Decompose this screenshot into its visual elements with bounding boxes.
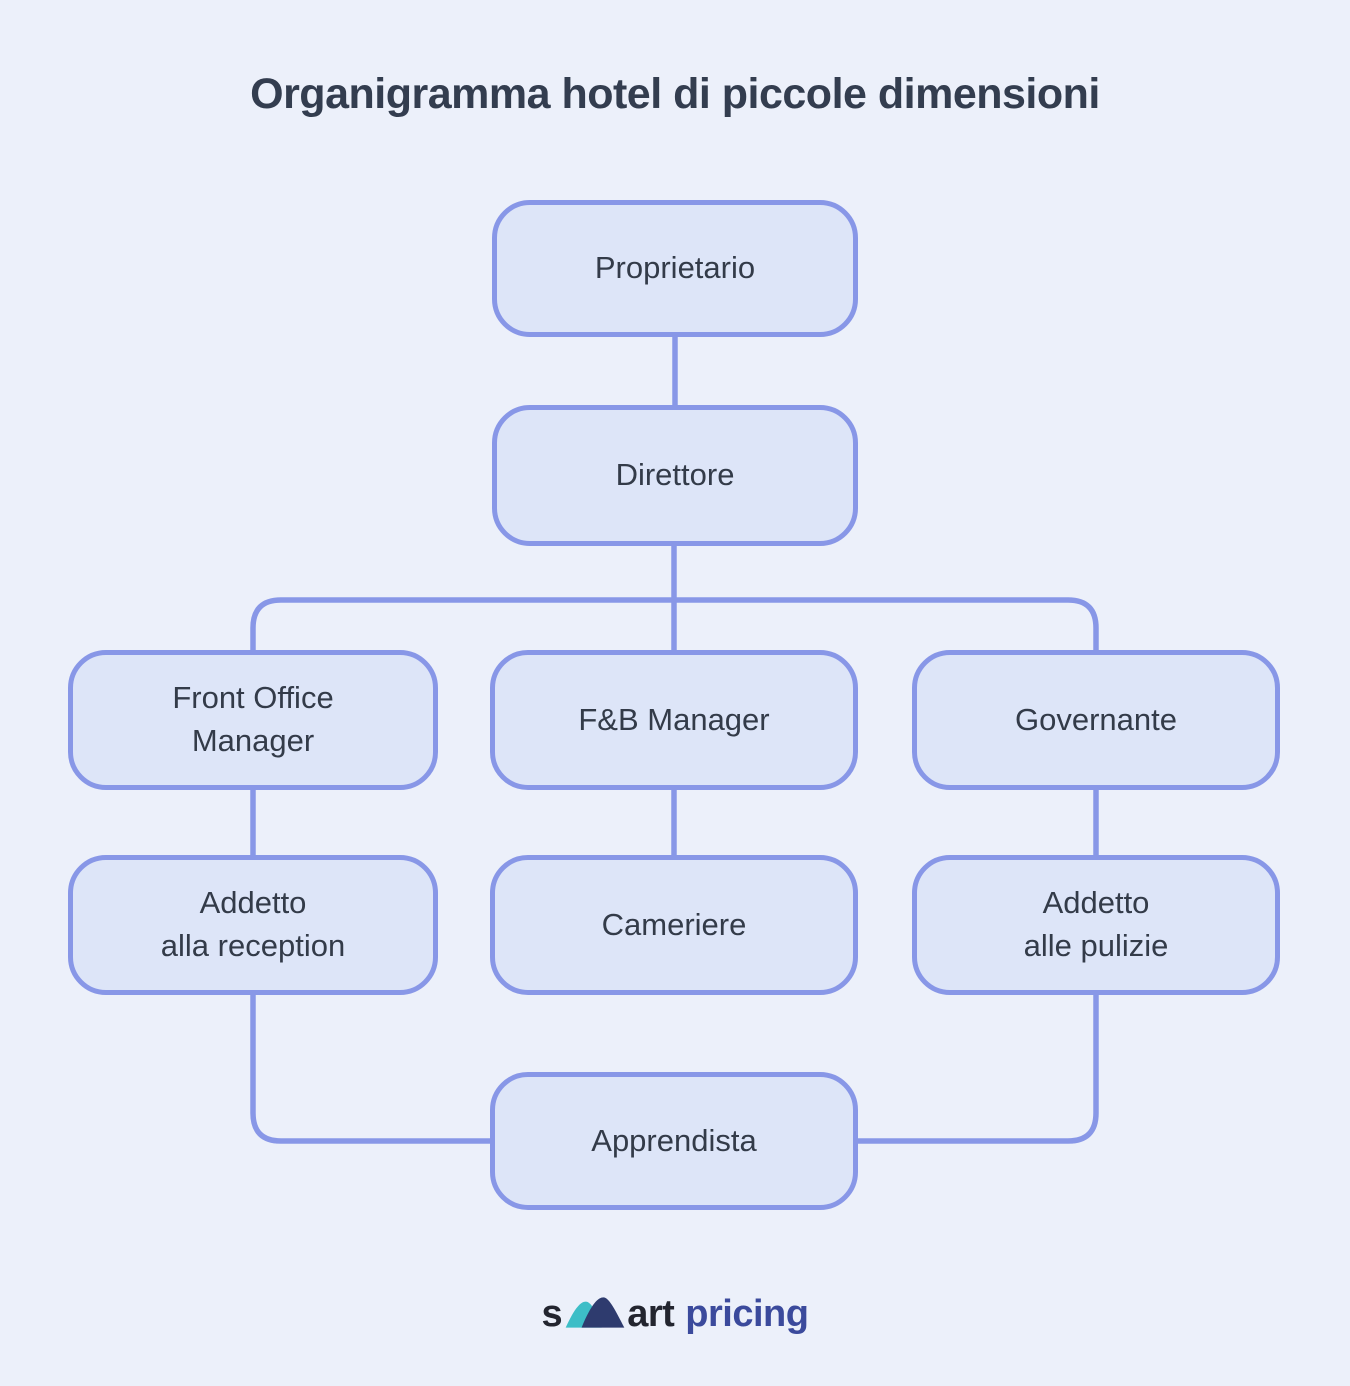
smartpricing-logo: s art pricing <box>0 1292 1350 1336</box>
page-title: Organigramma hotel di piccole dimensioni <box>250 70 1100 118</box>
node-label: Addetto <box>199 885 307 921</box>
node-direttore: Direttore <box>492 405 858 546</box>
navy-mountain-icon <box>581 1297 625 1328</box>
node-label: Manager <box>191 723 315 758</box>
node-label: Cameriere <box>601 906 747 942</box>
node-label: Apprendista <box>591 1122 757 1158</box>
node-apprendista: Apprendista <box>490 1072 858 1210</box>
node-cameriere: Cameriere <box>490 855 858 995</box>
connector-reception-apprendista <box>250 995 492 1144</box>
logo-text-art: art <box>627 1293 675 1335</box>
node-label: Addetto <box>1042 885 1150 921</box>
node-label: F&B Manager <box>578 701 770 737</box>
node-label: alla reception <box>160 928 346 963</box>
node-label: Direttore <box>615 457 735 493</box>
connector-direttore-branches <box>250 597 1099 650</box>
node-addetto-alle-pulizie: Addetto alle pulizie <box>912 855 1280 995</box>
connector-pulizie-apprendista <box>856 995 1099 1144</box>
node-label: alle pulizie <box>1023 928 1169 963</box>
node-fb-manager: F&B Manager <box>490 650 858 790</box>
logo-text-pricing: pricing <box>685 1293 809 1335</box>
node-proprietario: Proprietario <box>492 200 858 337</box>
node-label: Proprietario <box>594 250 756 286</box>
node-front-office-manager: Front Office Manager <box>68 650 438 790</box>
node-label: Front Office <box>172 680 334 716</box>
node-label: Governante <box>1015 701 1177 737</box>
node-addetto-alla-reception: Addetto alla reception <box>68 855 438 995</box>
node-governante: Governante <box>912 650 1280 790</box>
logo-text-s: s <box>541 1293 563 1335</box>
mountains-icon <box>565 1297 625 1328</box>
